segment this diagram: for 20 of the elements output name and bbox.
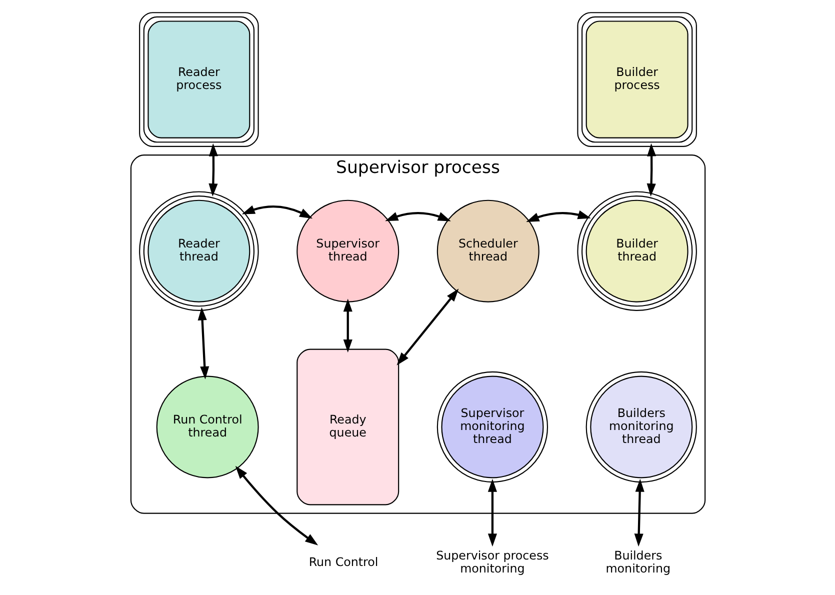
- node-circle: Reader thread: [138, 191, 258, 311]
- node-box: Ready queue: [296, 348, 399, 506]
- arrow: [634, 478, 644, 547]
- arrow: [526, 210, 590, 222]
- node-box: Reader process: [138, 12, 258, 147]
- arrow: [197, 307, 209, 380]
- arrow: [342, 298, 352, 352]
- arrow: [241, 205, 312, 219]
- node-text: Run Control: [308, 554, 378, 569]
- arrow: [646, 143, 656, 197]
- arrow: [234, 466, 318, 546]
- node-text: Builders monitoring: [605, 548, 670, 576]
- node-circle: Builders monitoring thread: [585, 371, 696, 483]
- arrow: [384, 212, 450, 222]
- arrow: [208, 143, 218, 197]
- node-text: Supervisor process monitoring: [436, 548, 548, 576]
- arrow: [396, 288, 458, 366]
- node-box: Builder process: [576, 12, 696, 147]
- node-circle: Supervisor monitoring thread: [436, 371, 548, 483]
- arrow: [487, 478, 496, 547]
